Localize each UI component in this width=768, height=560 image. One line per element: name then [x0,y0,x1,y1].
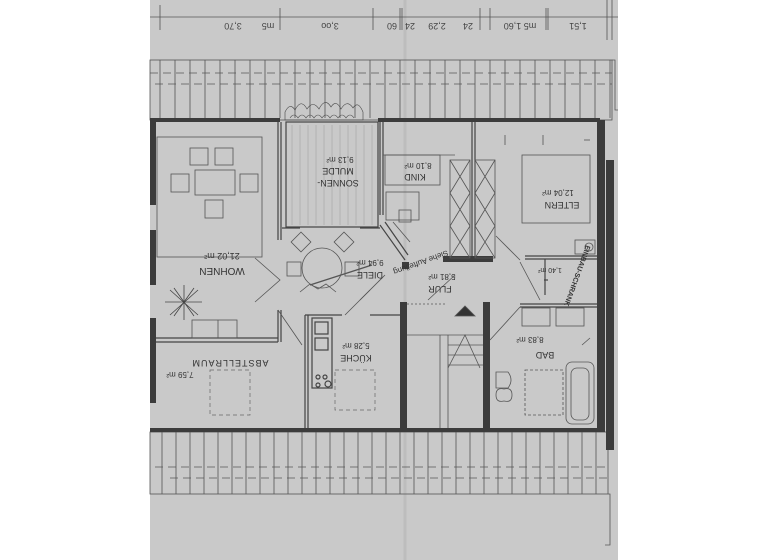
room-kueche: KÜCHE 5,28 m² [340,341,372,363]
sonnenmulde-floor [291,125,373,225]
furniture-kind [383,154,496,259]
room-eltern: ELTERN 12,04 m² [542,188,580,210]
dimension-labels-top: 3,70 m5 3,oo 60 24 2,29 24 m5 1,60 1,51 [224,21,587,31]
room-diele: DIELE 9,94 m² [356,258,383,280]
room-sonnenmulde: SONNEN- MULDE 9,13 m² [317,155,359,188]
room-area: 5,81 m² [428,272,455,281]
furniture-bad [495,307,595,425]
room-flur: FLUR 5,81 m² [428,272,456,294]
room-area: 12,04 m² [542,188,574,197]
room-name: MULDE [322,166,354,176]
dim-label: 3,oo [321,21,339,31]
plant-hedge [284,102,364,121]
room-area: 1,40 m² [537,266,561,273]
doors [254,221,541,346]
stairs [407,303,483,428]
room-area: 21,02 m² [204,251,240,261]
room-area: 7,59 m² [166,370,193,379]
balcony-top [149,59,618,121]
annotation-einbau: EINBAU-SCHRANK [562,244,591,307]
dim-label: 24 [405,21,415,31]
furniture-diele [286,231,373,293]
room-name: DIELE [357,270,383,280]
room-area: 8,83 m² [516,335,543,344]
furniture-eltern [504,135,596,255]
room-bad: BAD 8,83 m² [516,335,554,360]
dashed-outlines [209,369,376,416]
walls [150,118,614,450]
dim-label: 60 [387,21,397,31]
room-wc: 1,40 m² [537,266,561,273]
room-wohnen: WOHNEN 21,02 m² [199,251,245,276]
furniture-wohnen [156,136,263,339]
room-name: SONNEN- [317,178,359,188]
room-abstellraum: ABSTELLRAUM 7,59 m² [166,358,268,379]
room-name: KIND [404,172,426,182]
dim-label: m5 1,60 [504,21,537,31]
room-name: KÜCHE [340,353,372,363]
room-kind: KIND 8,10 m² [404,161,432,182]
plant-icon [165,285,202,320]
balcony-bottom [149,431,611,546]
dim-label: 1,51 [569,21,587,31]
dim-label: 24 [463,21,473,31]
room-name: WOHNEN [199,265,245,276]
room-area: 9,94 m² [356,258,383,267]
room-name: FLUR [428,284,452,294]
room-name: ABSTELLRAUM [191,358,268,368]
dim-label: 3,70 [224,21,242,31]
room-name: BAD [535,350,554,360]
room-area: 9,13 m² [326,155,353,164]
room-area: 8,10 m² [404,161,431,170]
room-name: ELTERN [545,200,580,210]
dim-label: m5 [262,21,275,31]
room-area: 5,28 m² [342,341,369,350]
dim-label: 2,29 [428,21,446,31]
dimension-line-top [150,0,618,40]
